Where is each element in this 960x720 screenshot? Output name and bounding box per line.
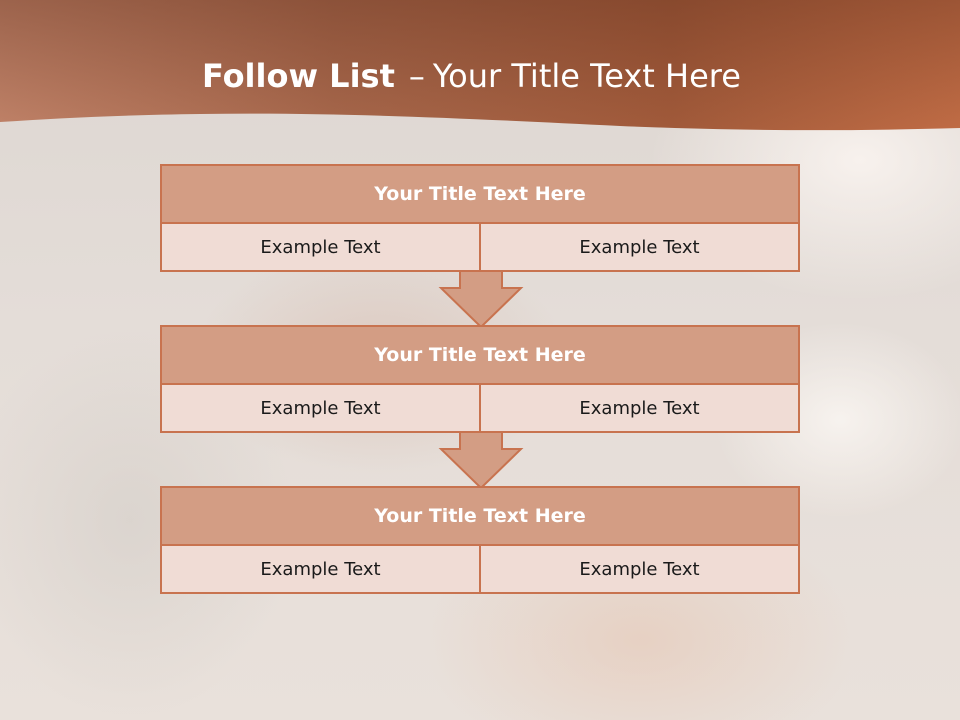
block-cell-left: Example Text (162, 224, 479, 270)
block-title: Your Title Text Here (162, 166, 798, 224)
block-cell-left: Example Text (162, 385, 479, 431)
block-row: Example Text Example Text (162, 224, 798, 270)
block-row: Example Text Example Text (162, 546, 798, 592)
block-cell-right: Example Text (479, 224, 798, 270)
slide-title-rest: Your Title Text Here (432, 57, 741, 95)
down-arrow-1 (438, 270, 524, 329)
block-cell-right: Example Text (479, 546, 798, 592)
block-row: Example Text Example Text (162, 385, 798, 431)
slide-title: Follow List–Your Title Text Here (202, 52, 741, 100)
block-cell-left: Example Text (162, 546, 479, 592)
header-band (0, 0, 960, 131)
list-block-3: Your Title Text Here Example Text Exampl… (160, 486, 800, 594)
block-title: Your Title Text Here (162, 488, 798, 546)
slide-title-dash: – (408, 57, 425, 95)
down-arrow-2 (438, 431, 524, 490)
list-block-2: Your Title Text Here Example Text Exampl… (160, 325, 800, 433)
list-block-1: Your Title Text Here Example Text Exampl… (160, 164, 800, 272)
block-cell-right: Example Text (479, 385, 798, 431)
slide-title-bold: Follow List (202, 57, 395, 95)
block-title: Your Title Text Here (162, 327, 798, 385)
